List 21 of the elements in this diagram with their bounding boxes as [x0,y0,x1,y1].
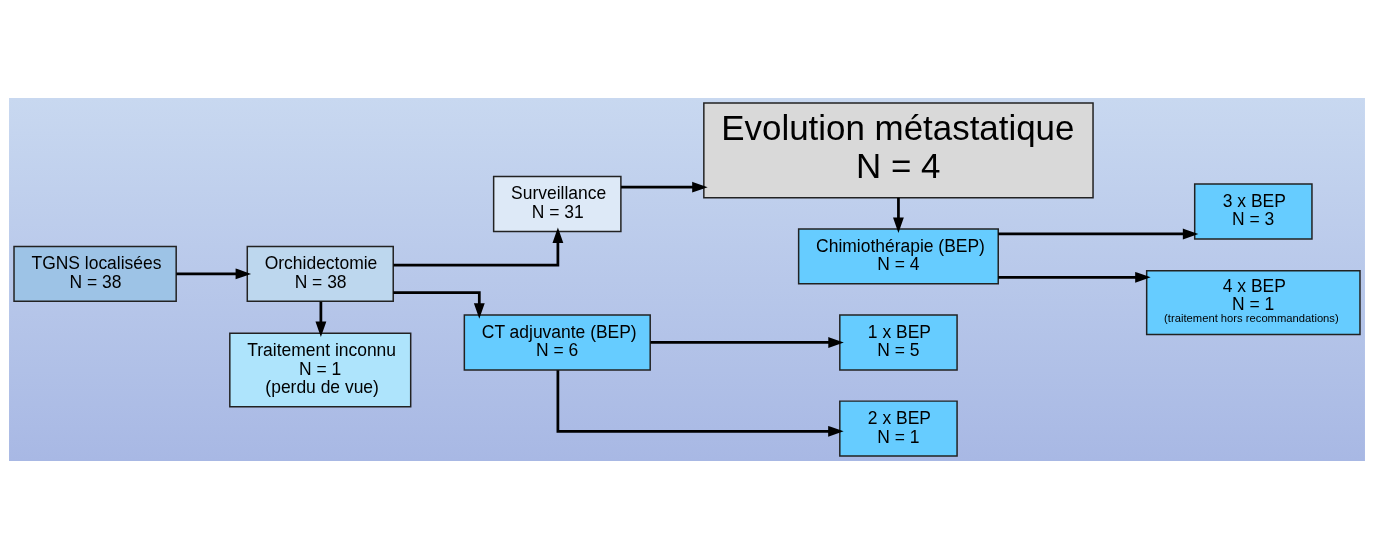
node-box: 3 x BEP N = 3 [1193,182,1313,240]
node-box: 2 x BEP N = 1 [839,399,958,457]
node-box: TGNS localisées N = 38 [13,245,177,302]
arrow [315,301,327,337]
node-box: Orchidectomie N = 38 [246,245,394,302]
node-box: 4 x BEP N = 1 (traitement hors recommandations) [1145,269,1361,335]
arrow [998,271,1151,283]
arrow [893,197,904,233]
arrow [393,227,564,266]
arrow [621,181,708,193]
arrow [998,228,1199,239]
arrow [393,290,485,319]
node-box: Surveillance N = 31 [492,175,622,232]
node-box: Traitement inconnu N = 1 (perdu de vue) [229,331,412,407]
node-box: 1 x BEP N = 5 [839,313,958,371]
arrow [556,369,844,437]
node-box: Chimiothérapie (BEP) N = 4 [797,227,999,285]
arrow [176,267,252,279]
node-box: CT adjuvante (BEP) N = 6 [463,313,651,371]
arrow [650,336,844,348]
node-box: Evolution métastatique N = 4 [703,101,1094,199]
